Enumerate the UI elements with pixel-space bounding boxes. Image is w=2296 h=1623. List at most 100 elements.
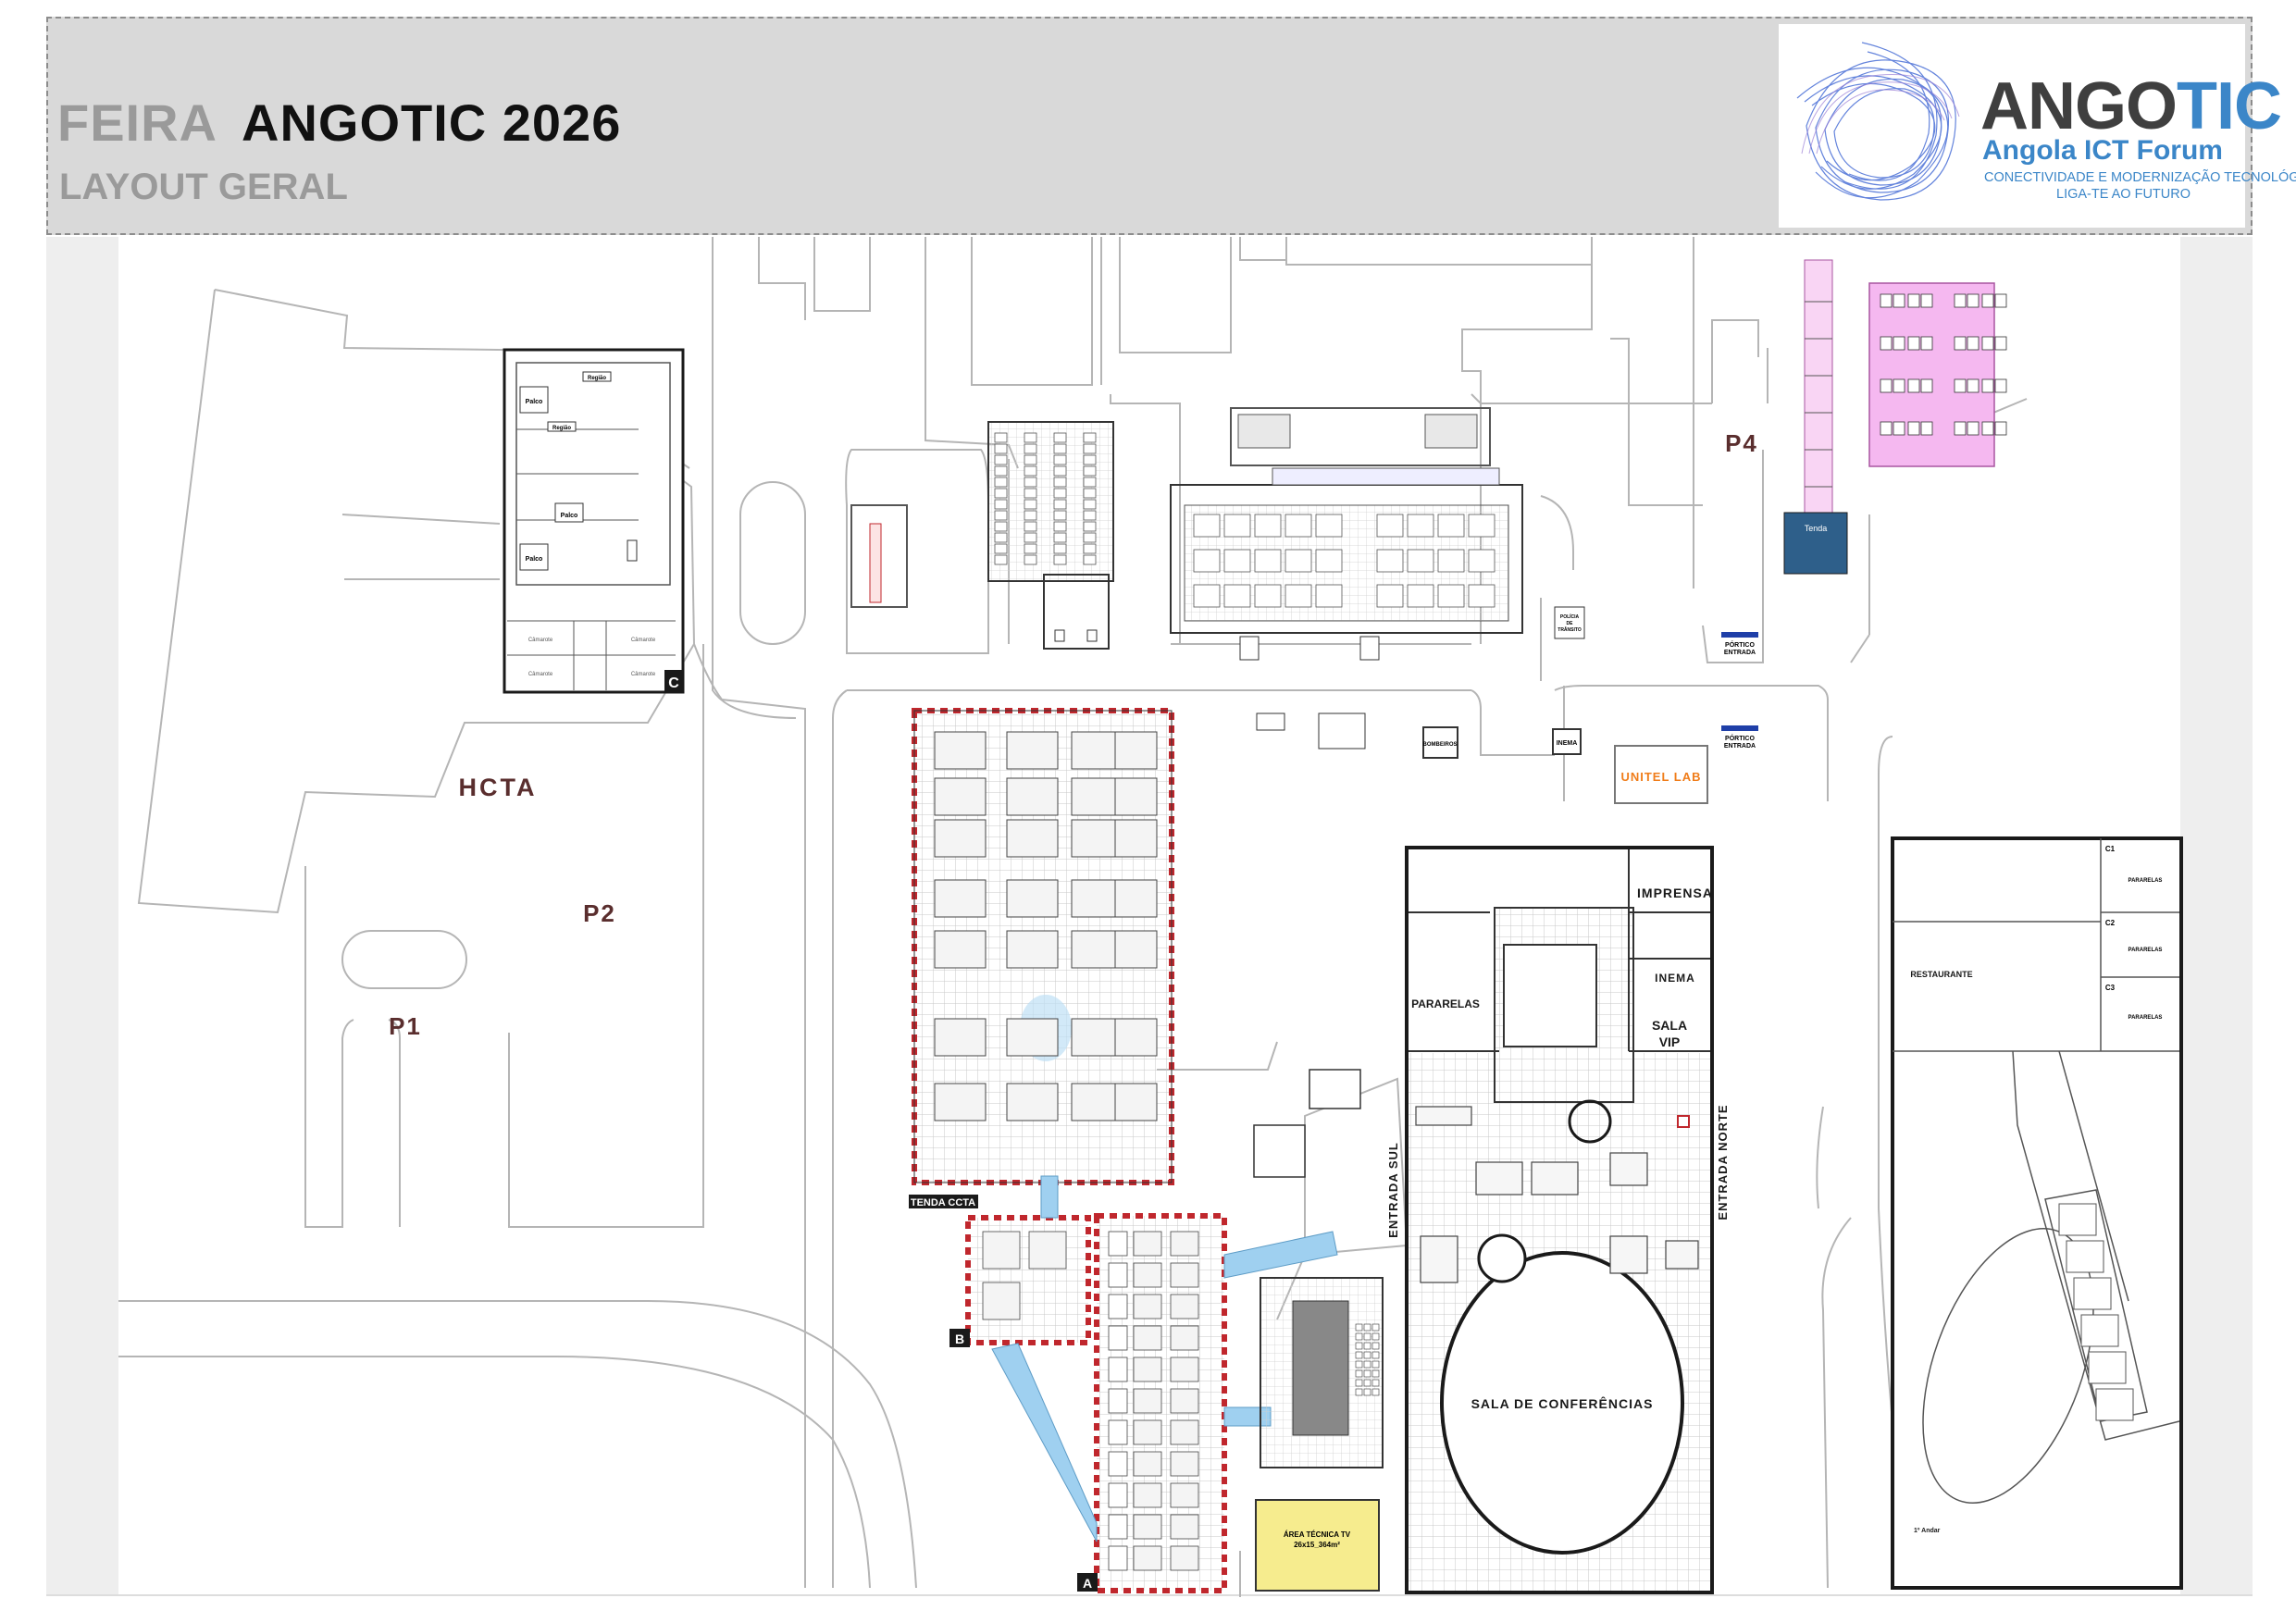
entrada-norte-label: ENTRADA NORTE <box>1716 1104 1730 1220</box>
angotic-logo: ANGOTIC Angola ICT Forum CONECTIVIDADE E… <box>1779 24 2296 228</box>
booth <box>2088 1351 2127 1384</box>
area-tecnica-label-2: 26x15_364m² <box>1294 1541 1340 1549</box>
booth <box>1254 549 1282 573</box>
logo-swirl-icon <box>1796 42 1960 201</box>
booth <box>1083 521 1097 532</box>
booth <box>1994 421 2007 436</box>
booth <box>1053 488 1067 499</box>
booth <box>1371 1323 1380 1332</box>
primeiro-andar-label: 1º Andar <box>1914 1528 1941 1534</box>
booth <box>1108 1451 1128 1477</box>
paralelas-label: PARARELAS <box>1411 997 1480 1010</box>
booth <box>1170 1482 1199 1508</box>
middle-stands <box>1260 1277 1384 1468</box>
title-main: ANGOTIC 2026 <box>242 93 622 152</box>
booth <box>1024 510 1037 521</box>
svg-text:Região: Região <box>552 426 571 431</box>
svg-text:INEMA: INEMA <box>1557 740 1578 747</box>
svg-text:Palco: Palco <box>526 556 543 563</box>
booth <box>1170 1451 1199 1477</box>
booth <box>1880 378 1893 393</box>
svg-text:DE: DE <box>1567 621 1574 626</box>
booth <box>1133 1451 1162 1477</box>
booth <box>1355 1369 1363 1378</box>
booth <box>1053 532 1067 543</box>
booth <box>1170 1325 1199 1351</box>
svg-text:Câmarote: Câmarote <box>631 672 656 677</box>
booth <box>1024 465 1037 477</box>
logo-tagline-1: CONECTIVIDADE E MODERNIZAÇÃO TECNOLÓGICA <box>1984 170 2296 185</box>
booth <box>1114 731 1158 770</box>
booth <box>1355 1351 1363 1359</box>
booth <box>1108 1482 1128 1508</box>
booth <box>1133 1545 1162 1571</box>
inema-label: INEMA <box>1655 972 1695 985</box>
svg-text:Palco: Palco <box>526 399 543 405</box>
booth <box>994 454 1008 465</box>
booth <box>1053 454 1067 465</box>
booth <box>1053 432 1067 443</box>
booth <box>994 532 1008 543</box>
booth <box>1371 1388 1380 1396</box>
booth <box>994 543 1008 554</box>
booth <box>1371 1342 1380 1350</box>
booth <box>1133 1262 1162 1288</box>
svg-text:C3: C3 <box>2105 984 2116 992</box>
booth <box>1133 1357 1162 1382</box>
booth <box>1363 1323 1371 1332</box>
booth <box>1254 514 1282 538</box>
booth <box>982 1282 1021 1320</box>
booth <box>1437 549 1465 573</box>
booth <box>1133 1388 1162 1414</box>
booth <box>1468 514 1496 538</box>
booth <box>1371 1360 1380 1369</box>
booth <box>1363 1360 1371 1369</box>
booth <box>1355 1379 1363 1387</box>
booth <box>1420 1235 1458 1283</box>
booth <box>1254 584 1282 608</box>
right-margin <box>2180 237 2253 1595</box>
booth <box>1114 1018 1158 1057</box>
booth <box>1407 584 1434 608</box>
booth <box>1371 1332 1380 1341</box>
booth <box>1024 488 1037 499</box>
booth <box>1170 1231 1199 1257</box>
booth <box>1609 1152 1648 1186</box>
booth <box>2080 1314 2119 1347</box>
booth <box>1893 336 1905 351</box>
svg-text:ENTRADA: ENTRADA <box>1724 743 1756 750</box>
building-c: C Palco Palco Palco Região Região Câmaro… <box>503 348 685 694</box>
booth <box>994 510 1008 521</box>
booth <box>1053 543 1067 554</box>
booth <box>1071 930 1123 969</box>
booth <box>1920 378 1933 393</box>
booth <box>1285 549 1312 573</box>
booth <box>1071 1018 1123 1057</box>
booth <box>1355 1332 1363 1341</box>
p4-pavilion: Tenda PÓRTICO ENTRADA PÓRTICO ENTRADA <box>1721 259 1995 750</box>
booth <box>1893 293 1905 308</box>
booth-blocks <box>934 293 2134 1571</box>
booth <box>1024 499 1037 510</box>
booth <box>1954 378 1967 393</box>
booth <box>1880 336 1893 351</box>
booth <box>1083 532 1097 543</box>
booth <box>1006 930 1059 969</box>
logo-tagline-2: LIGA-TE AO FUTURO <box>2056 187 2191 202</box>
p1-roundabout <box>341 930 467 989</box>
booth <box>1083 443 1097 454</box>
booth <box>1170 1262 1199 1288</box>
marker-b: B <box>955 1332 964 1346</box>
booth <box>1920 421 1933 436</box>
p4-roundabout <box>739 481 806 645</box>
page-subtitle: LAYOUT GERAL <box>59 167 348 207</box>
booth <box>1071 879 1123 918</box>
booth <box>1083 465 1097 477</box>
svg-text:Câmarote: Câmarote <box>528 672 553 677</box>
booth <box>1083 454 1097 465</box>
booth <box>1907 293 1920 308</box>
booth <box>1315 584 1343 608</box>
booth <box>994 554 1008 565</box>
booth <box>1114 930 1158 969</box>
booth <box>1071 1083 1123 1121</box>
